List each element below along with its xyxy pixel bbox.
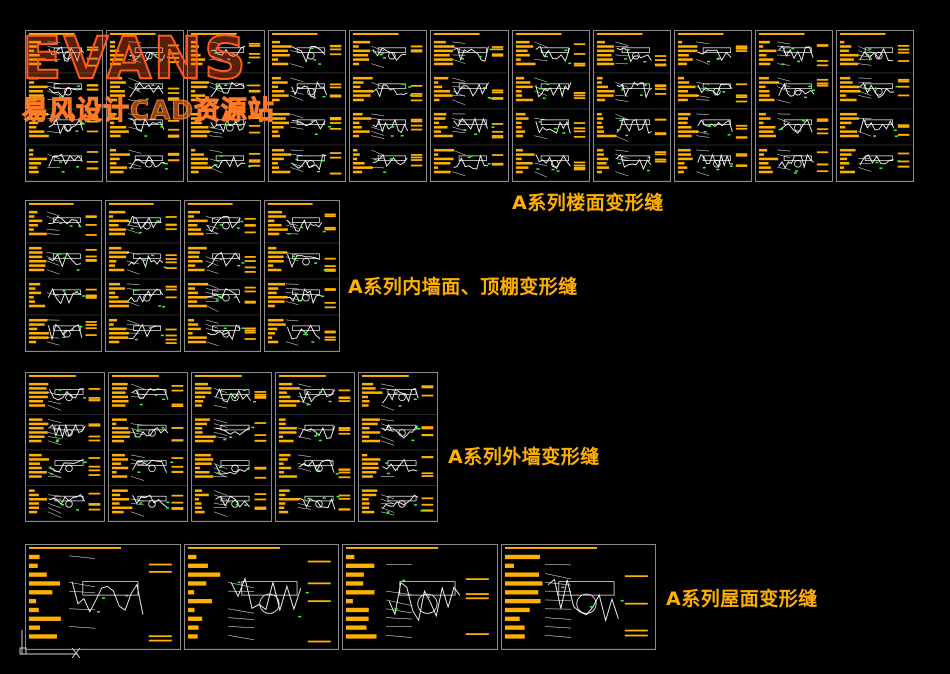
sheet-detail-graphic	[105, 202, 180, 351]
drawing-sheet	[106, 30, 185, 182]
sheet-group-floor	[24, 30, 916, 182]
drawing-sheet	[25, 200, 102, 352]
drawing-sheet	[183, 544, 339, 650]
group-caption-floor: A系列楼面变形缝	[512, 192, 664, 214]
drawing-sheet	[191, 372, 272, 522]
sheet-detail-graphic	[26, 32, 103, 181]
sheet-group-outer	[24, 372, 440, 522]
sheet-detail-graphic	[501, 546, 655, 649]
sheet-detail-graphic	[109, 374, 188, 521]
sheet-detail-graphic	[192, 374, 271, 521]
sheet-detail-graphic	[275, 374, 354, 521]
sheet-group-inner	[24, 200, 342, 352]
drawing-sheet	[108, 372, 189, 522]
drawing-sheet	[342, 544, 498, 650]
sheet-detail-graphic	[264, 202, 339, 351]
drawing-sheet	[25, 372, 106, 522]
drawing-sheet	[430, 30, 509, 182]
group-caption-inner: A系列内墙面、顶棚变形缝	[348, 276, 578, 298]
sheet-detail-graphic	[185, 202, 260, 351]
sheet-detail-graphic	[26, 202, 101, 351]
sheet-detail-graphic	[512, 32, 589, 181]
ucs-icon	[19, 630, 81, 658]
drawing-sheet	[357, 372, 438, 522]
sheet-detail-graphic	[269, 32, 346, 181]
drawing-sheet	[673, 30, 752, 182]
sheet-detail-graphic	[26, 546, 180, 649]
group-caption-outer: A系列外墙变形缝	[448, 446, 600, 468]
drawing-sheet	[25, 544, 181, 650]
drawing-sheet	[349, 30, 428, 182]
sheet-detail-graphic	[188, 32, 265, 181]
drawing-sheet	[263, 200, 340, 352]
sheet-detail-graphic	[26, 374, 105, 521]
group-caption-roof: A系列屋面变形缝	[666, 588, 818, 610]
sheet-detail-graphic	[358, 374, 437, 521]
drawing-sheet	[500, 544, 656, 650]
sheet-detail-graphic	[431, 32, 508, 181]
drawing-sheet	[754, 30, 833, 182]
sheet-group-roof	[24, 544, 658, 650]
drawing-sheet	[104, 200, 181, 352]
sheet-detail-graphic	[107, 32, 184, 181]
sheet-detail-graphic	[184, 546, 338, 649]
drawing-sheet	[592, 30, 671, 182]
drawing-sheet	[184, 200, 261, 352]
drawing-sheet	[268, 30, 347, 182]
sheet-detail-graphic	[350, 32, 427, 181]
sheet-detail-graphic	[343, 546, 497, 649]
drawing-sheet	[511, 30, 590, 182]
sheet-detail-graphic	[755, 32, 832, 181]
sheet-detail-graphic	[674, 32, 751, 181]
sheet-detail-graphic	[593, 32, 670, 181]
drawing-sheet	[25, 30, 104, 182]
drawing-sheet	[835, 30, 914, 182]
drawing-sheet	[274, 372, 355, 522]
drawing-sheet	[187, 30, 266, 182]
sheet-detail-graphic	[836, 32, 913, 181]
